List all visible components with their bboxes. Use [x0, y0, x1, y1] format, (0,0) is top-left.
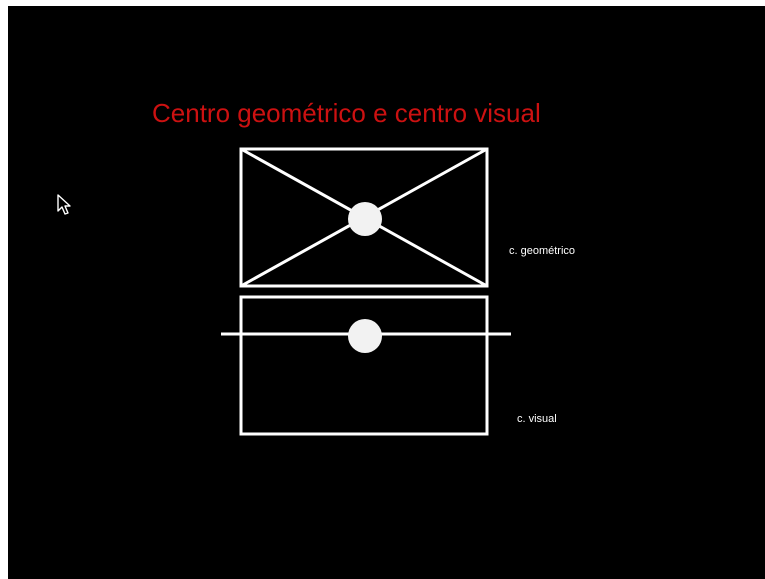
centers-diagram	[221, 147, 511, 436]
mouse-pointer-icon	[57, 194, 71, 215]
geometric-frame	[239, 147, 489, 288]
slide-canvas: Centro geométrico e centro visual c. geo…	[8, 6, 765, 579]
visual-center-dot	[348, 319, 382, 353]
geometric-center-dot	[348, 202, 382, 236]
visual-center-label: c. visual	[517, 413, 557, 425]
slide-title: Centro geométrico e centro visual	[152, 98, 541, 128]
visual-frame	[239, 295, 489, 436]
geometric-center-label: c. geométrico	[509, 245, 576, 257]
